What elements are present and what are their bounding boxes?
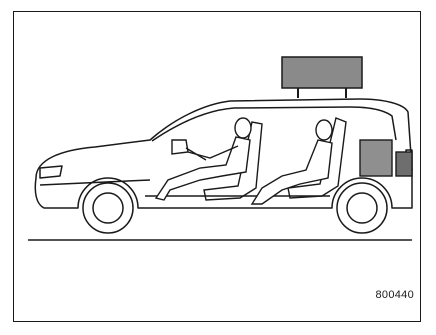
rear-cargo-boxes: [360, 140, 412, 176]
steering-wheel: [172, 140, 206, 160]
front-wheel: [83, 183, 133, 233]
rear-passenger-figure: [252, 120, 332, 204]
figure-code: 800440: [375, 289, 414, 301]
roof-cargo-box: [282, 57, 362, 98]
car-body: [35, 99, 412, 208]
rear-wheel: [337, 183, 387, 233]
